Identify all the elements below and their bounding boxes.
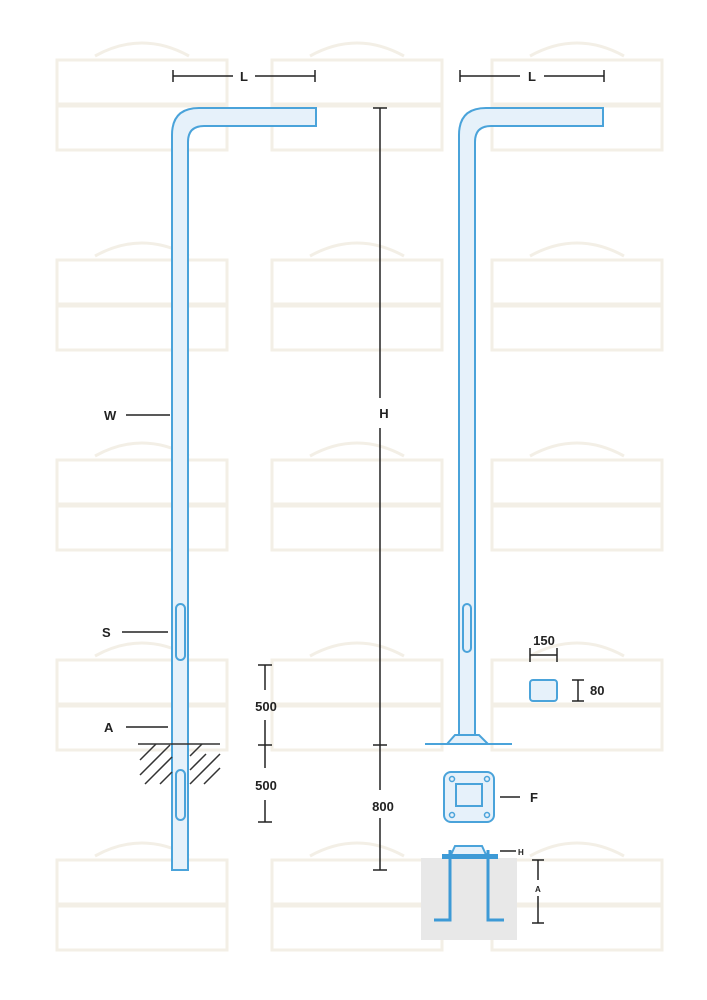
- watermark-logo-shape: [490, 504, 664, 552]
- watermark-logo-shape: [490, 858, 664, 906]
- watermark-logo-shape: [55, 858, 229, 906]
- watermark-logo-shape: [55, 104, 229, 152]
- watermark-logo-shape: [270, 504, 444, 552]
- watermark-logo-shape: [270, 458, 444, 506]
- section-width-dim: 150: [533, 633, 555, 648]
- watermark-logo-shape: [55, 58, 229, 106]
- ground-hatch: [138, 743, 221, 785]
- watermark-logo-shape: [55, 904, 229, 952]
- watermark-logo-shape: [490, 104, 664, 152]
- watermark-logo-shape: [270, 58, 444, 106]
- wall-label: W: [104, 408, 117, 423]
- watermark-logo-shape: [309, 841, 405, 858]
- watermark-logo-shape: [309, 241, 405, 258]
- flange-label: F: [530, 790, 538, 805]
- watermark-logo-shape: [529, 841, 625, 858]
- watermark-logo-shape: [529, 441, 625, 458]
- slot-label: S: [102, 625, 111, 640]
- watermark-logo: [55, 41, 664, 952]
- watermark-logo-shape: [529, 641, 625, 658]
- pole-cross-section: [529, 679, 558, 702]
- watermark-logo-shape: [270, 304, 444, 352]
- lower-500-dim: 500: [255, 778, 277, 793]
- watermark-logo-shape: [55, 458, 229, 506]
- watermark-logo-shape: [270, 258, 444, 306]
- watermark-logo-shape: [490, 258, 664, 306]
- watermark-logo-shape: [270, 658, 444, 706]
- anchor-foundation: [421, 845, 517, 940]
- watermark-logo-shape: [270, 858, 444, 906]
- height-label: H: [379, 406, 388, 421]
- service-slot: [175, 603, 186, 661]
- watermark-logo-shape: [490, 458, 664, 506]
- access-label: A: [104, 720, 114, 735]
- flange-plate: [443, 771, 495, 823]
- watermark-logo-shape: [55, 304, 229, 352]
- pole-body: [171, 107, 317, 871]
- watermark-logo-shape: [490, 904, 664, 952]
- watermark-logo-shape: [94, 41, 190, 58]
- watermark-logo-shape: [55, 504, 229, 552]
- base-flange: [444, 734, 491, 745]
- right-pole: [425, 107, 604, 745]
- watermark-logo-shape: [270, 904, 444, 952]
- section-height-dim: 80: [590, 683, 604, 698]
- watermark-logo-shape: [55, 658, 229, 706]
- length-label-right: L: [528, 69, 536, 84]
- watermark-logo-shape: [490, 658, 664, 706]
- watermark-logo-shape: [309, 641, 405, 658]
- length-label-left: L: [240, 69, 248, 84]
- watermark-logo-shape: [490, 304, 664, 352]
- watermark-logo-shape: [55, 704, 229, 752]
- embed-800-dim: 800: [372, 799, 394, 814]
- cable-slot: [175, 769, 186, 821]
- watermark-logo-shape: [309, 441, 405, 458]
- watermark-logo-shape: [270, 704, 444, 752]
- watermark-logo-shape: [309, 41, 405, 58]
- watermark-logo-shape: [490, 58, 664, 106]
- anchor-depth-label: A: [535, 885, 541, 894]
- watermark-logo-shape: [55, 258, 229, 306]
- service-slot: [462, 603, 472, 653]
- upper-500-dim: 500: [255, 699, 277, 714]
- plate-thickness-label: H: [518, 848, 524, 857]
- watermark-logo-shape: [529, 41, 625, 58]
- watermark-logo-shape: [529, 241, 625, 258]
- watermark-logo-shape: [490, 704, 664, 752]
- watermark-logo-shape: [270, 104, 444, 152]
- left-pole: [138, 107, 317, 871]
- pole-body: [458, 107, 604, 743]
